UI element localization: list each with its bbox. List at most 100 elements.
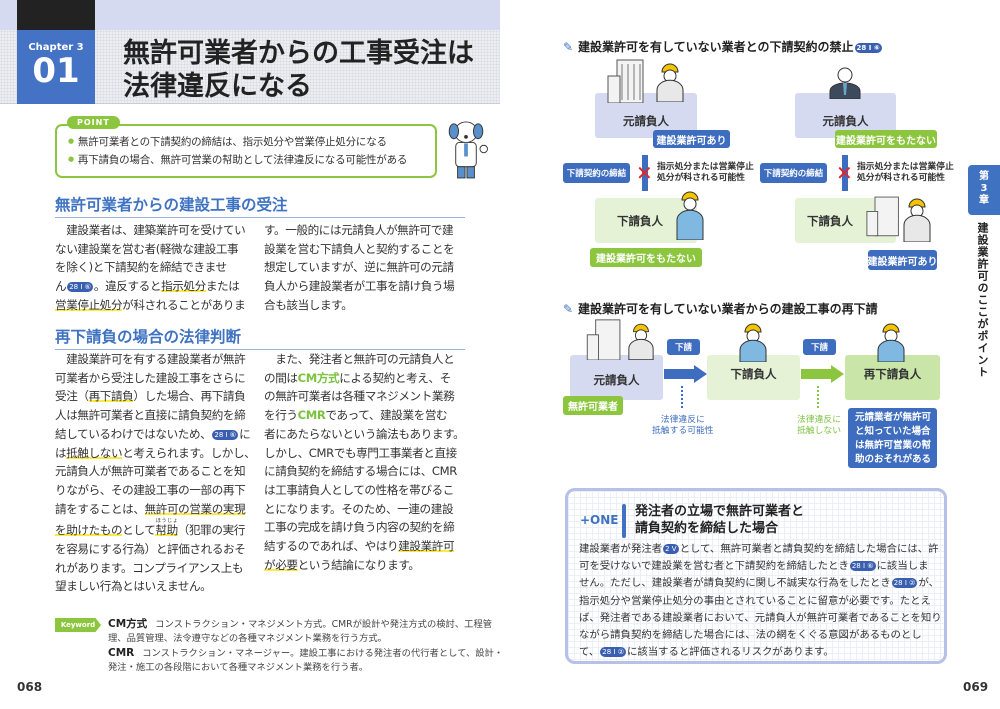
- text-line: しかし、CMRでも専門工事業者と直接: [264, 444, 464, 463]
- page-title: 無許可業者からの工事受注は 法律違反になる: [123, 37, 474, 103]
- text: 人は無許可業者と直接に請負契約を締: [55, 408, 246, 423]
- title-line: 法律違反になる: [123, 71, 312, 102]
- text-line: 負人から建設業者が工事を請け負う場: [264, 277, 455, 296]
- keyword-text: 理、品質管理、法令遵守などの各種マネジメント業務を行う方式。: [108, 633, 387, 644]
- text-line: 想定していますが、逆に無許可の元請: [264, 258, 454, 277]
- text: ない建設業を営む者(軽微な建設工事: [55, 241, 239, 256]
- tab-char: 第: [979, 171, 989, 182]
- building-icon: [866, 196, 899, 237]
- highlighted-text: 再下請負: [88, 389, 134, 404]
- text: という結論になります。: [297, 557, 420, 572]
- text: が、: [918, 577, 939, 590]
- note-line: と知っていた場合: [855, 426, 931, 437]
- keyword-text: コンストラクション・マネージャー。建設工事における発注者の代行者として、設計・: [142, 648, 504, 659]
- text-line: 受注（再下請負）した場合、再下請負: [55, 387, 255, 406]
- pencil-icon: ✎: [563, 302, 574, 316]
- right-arrow-icon: [664, 365, 707, 383]
- text: 負人から建設業者が工事を請け負う場: [264, 279, 455, 294]
- text: 可を受けないで建設業を営む者と下請契約を締結したとき: [579, 560, 849, 573]
- note-line: 指示処分または営業停止: [657, 162, 754, 172]
- law-ref-badge: 28 I ⑥: [67, 282, 93, 293]
- text: 合も該当します。: [264, 297, 353, 312]
- worker-icon: [739, 323, 767, 362]
- text: また、発注者と無許可の元請負人と: [264, 352, 455, 366]
- text-line: 可業者から受注した建設工事をさらに: [55, 369, 255, 388]
- tab-char: 3: [980, 183, 988, 194]
- text: を行う: [264, 408, 298, 423]
- keyword-term: CMR: [297, 408, 326, 423]
- keyword-term: CM方式: [297, 370, 340, 385]
- point-label: POINT: [67, 116, 120, 129]
- text: による契約と考え、そ: [339, 370, 451, 385]
- text-line: 工事の完成を請け負う内容の契約を締: [264, 518, 464, 537]
- aiding-risk-note: 元請業者が無許可 と知っていた場合 は無許可営業の幇 助のおそれがある: [848, 408, 937, 468]
- header-block: [17, 0, 95, 30]
- section1-column-2: す。一般的には元請負人が無許可で建設業を営む下請負人と契約することを想定していま…: [264, 221, 455, 315]
- text: 。違反すると: [93, 279, 162, 294]
- text: とになります。そのため、一連の建設: [264, 501, 454, 516]
- point-item: 無許可業者との下請契約の締結は、指示処分や営業停止処分になる: [68, 133, 387, 151]
- text: す。一般的には元請負人が無許可で建: [264, 223, 454, 237]
- keyword-text: 発注・施工の各段階において各種マネジメント業務を行う者。: [108, 662, 369, 673]
- highlighted-text: 抵触しない: [66, 445, 123, 460]
- no-license-tag: 建設業許可をもたない: [590, 248, 702, 267]
- text-line: ば、発注者である建設業者において、元請負人が無許可業者であることを知り: [579, 610, 942, 627]
- text-line: は工事請負人としての性格を帯びるこ: [264, 481, 464, 500]
- note-line: は無許可営業の幇: [855, 440, 932, 451]
- chapter-label: Chapter 3: [28, 42, 84, 53]
- law-ref-badge: 28 I ②: [600, 647, 626, 658]
- law-ref-badge: 28 I ⑥: [212, 429, 239, 440]
- text-line: の間はCM方式による契約と考え、そ: [264, 369, 464, 388]
- keyword-term: CMR: [108, 647, 135, 659]
- subcontract-tag: 下請: [803, 339, 836, 355]
- point-item: 再下請負の場合、無許可営業の幇助として法律違反になる可能性がある: [68, 151, 407, 169]
- section2-column-1: 建設業許可を有する建設業者が無許可業者から受注した建設工事をさらに受注（再下請負…: [55, 350, 256, 596]
- note-line: 元請業者が無許可: [855, 412, 932, 423]
- text: 設業を営む下請負人と契約することを: [264, 241, 455, 256]
- text: 請をすることは、: [55, 501, 145, 516]
- section2-column-2: また、発注者と無許可の元請負人との間はCM方式による契約と考え、その無許可業者は…: [264, 350, 465, 575]
- text: 者にあたらないという論法もあります。: [264, 426, 465, 441]
- text: は: [55, 445, 67, 460]
- double-arrow-icon: [842, 155, 848, 191]
- text: が科されることがありま: [122, 297, 246, 312]
- text-line: りながら、その建設工事の一部の再下: [55, 481, 255, 500]
- text-line: の無許可業者は各種マネジメント業務: [264, 387, 464, 406]
- text-line: 指示処分や営業停止処分の事由とされていることに留意が必要です。たとえ: [579, 593, 942, 610]
- text: 結するのであれば、やはり: [264, 539, 399, 554]
- highlighted-text: 幇助ほうじょ: [155, 518, 178, 538]
- text: に該当すると評価されるリスクがあります。: [626, 646, 834, 659]
- re-subcontractor-box: 再下請負人: [845, 355, 940, 400]
- text: ば、発注者である建設業者において、元請負人が無許可業者であることを知り: [579, 611, 942, 624]
- text: の間は: [264, 370, 298, 385]
- text: に該当しま: [876, 560, 929, 573]
- chapter-tab[interactable]: 第 3 章: [968, 165, 1000, 215]
- text-line: ながら請負契約を締結した場合には、法の網をくぐる意図があるものとし: [579, 627, 942, 644]
- highlighted-text: 営業停止処分: [55, 297, 123, 312]
- text-line: に請負契約を締結する場合には、CMR: [264, 462, 464, 481]
- worker-icon: [676, 191, 704, 240]
- building-icon: [586, 319, 621, 360]
- point-box: [55, 124, 437, 178]
- text-line: は抵触しないと考えられます。しかし、: [55, 444, 256, 463]
- text: 受注（: [55, 389, 89, 404]
- text-line: が必要という結論になります。: [264, 556, 464, 575]
- no-license-tag: 建設業許可をもたない: [835, 130, 937, 148]
- text-line: 望ましい行為とはいえません。: [55, 577, 255, 596]
- plus-one-title: 発注者の立場で無許可業者と 請負契約を締結した場合: [635, 503, 804, 537]
- text-line: 請をすることは、無許可の営業の実現: [55, 500, 255, 519]
- text-line: を行うCMRであって、建設業を営む: [264, 406, 464, 425]
- text-line: ない建設業を営む者(軽微な建設工事: [55, 240, 245, 259]
- contract-tag: 下請契約の締結: [760, 163, 827, 183]
- text: の無許可業者は各種マネジメント業務: [264, 389, 455, 404]
- text-line: 合も該当します。: [264, 296, 454, 315]
- right-arrow-icon: [801, 365, 844, 383]
- text-line: を容易にする行為）と評価されるおそ: [55, 540, 255, 559]
- note-line: 助のおそれがある: [855, 454, 932, 465]
- text: ながら請負契約を締結した場合には、法の網をくぐる意図があるものとし: [579, 629, 922, 642]
- text-line: 結するのであれば、やはり建設業許可: [264, 537, 464, 556]
- text: 望ましい行為とはいえません。: [55, 579, 212, 594]
